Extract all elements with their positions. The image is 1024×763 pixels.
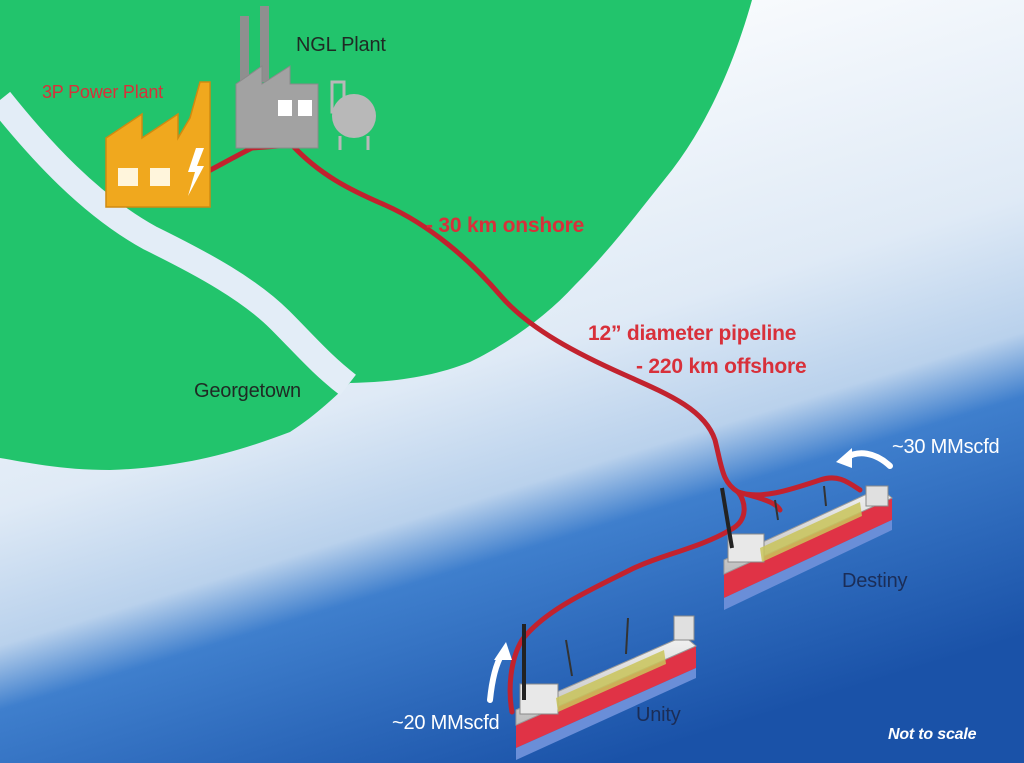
pipeline-to-destiny xyxy=(735,489,783,513)
pipeline-onshore xyxy=(192,142,863,498)
ngl-plant-label: NGL Plant xyxy=(296,34,386,56)
pipeline-diameter-label: 12” diameter pipeline xyxy=(588,322,797,345)
unity-vessel-icon xyxy=(515,615,697,760)
onshore-distance-label: - 30 km onshore xyxy=(426,214,585,237)
scale-note: Not to scale xyxy=(888,726,977,743)
destiny-vessel-icon xyxy=(720,485,893,610)
land-mass xyxy=(0,0,752,470)
unity-flow-arrow-icon xyxy=(487,642,512,703)
destiny-flow-arrow-icon xyxy=(836,448,893,469)
ngl-plant-icon xyxy=(235,6,376,150)
power-plant-label: 3P Power Plant xyxy=(42,82,163,102)
destiny-label: Destiny xyxy=(842,570,908,592)
georgetown-label: Georgetown xyxy=(194,380,301,402)
unity-label: Unity xyxy=(636,704,681,726)
offshore-distance-label: - 220 km offshore xyxy=(636,355,807,378)
pipeline-to-unity xyxy=(507,489,747,715)
destiny-flow-label: ~30 MMscfd xyxy=(892,436,1000,458)
unity-flow-label: ~20 MMscfd xyxy=(392,712,500,734)
power-plant-icon xyxy=(105,81,211,208)
river xyxy=(0,91,357,396)
